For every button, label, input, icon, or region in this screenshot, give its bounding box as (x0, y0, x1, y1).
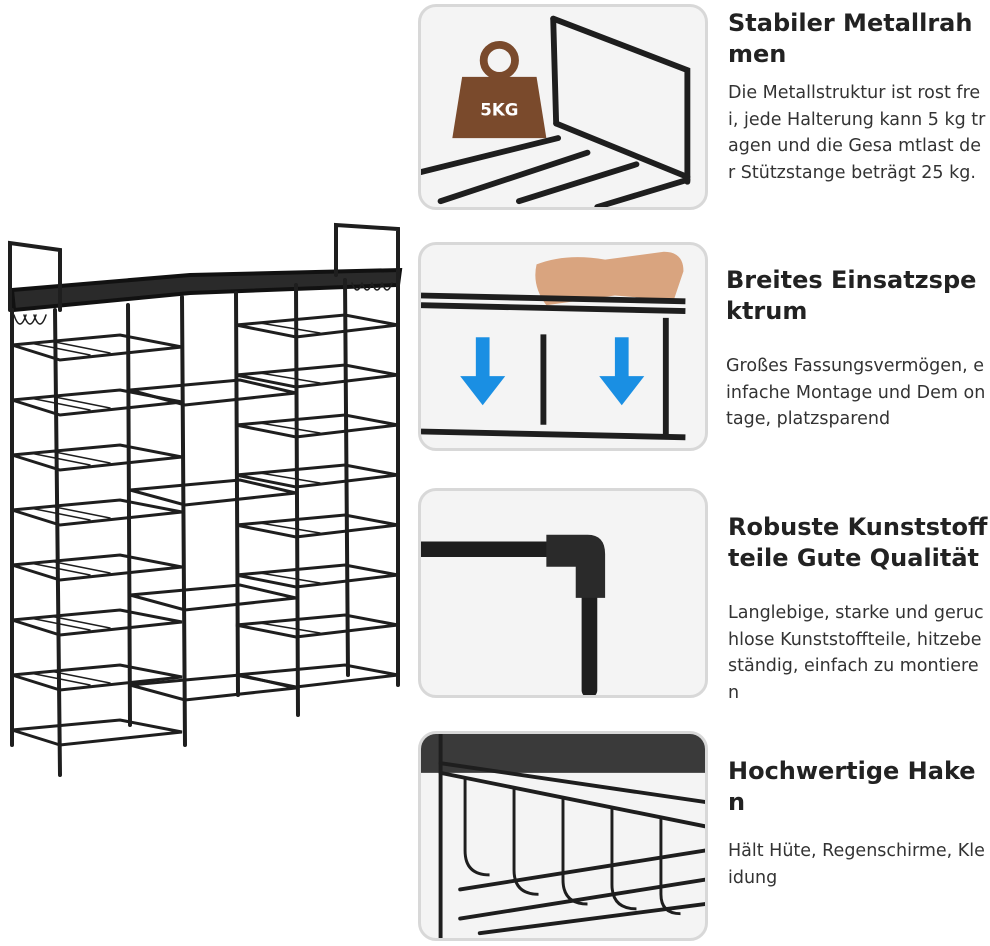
detail-image-hooks (418, 731, 708, 941)
detail-image-connector (418, 488, 708, 698)
feature-wide-use: Breites Einsatzspektrum Großes Fassungsv… (726, 265, 986, 433)
feature-description: Langlebige, starke und geruchlose Kunsts… (728, 603, 984, 703)
weight-icon: 5KG (452, 40, 547, 139)
feature-title: Breites Einsatzspektrum (726, 266, 977, 325)
feature-metal-frame: Stabiler Metallrahmen Die Metallstruktur… (728, 8, 988, 186)
down-arrow-icon (460, 337, 506, 406)
feature-title: Robuste Kunststoff teile Gute Qualität (728, 513, 988, 572)
feature-description: Die Metallstruktur ist rost frei, jede H… (728, 83, 986, 183)
feature-plastic-parts: Robuste Kunststoff teile Gute Qualität L… (728, 512, 988, 706)
weight-badge: 5KG (480, 101, 518, 120)
detail-image-assembly (418, 242, 708, 451)
feature-hooks: Hochwertige Haken Hält Hüte, Regenschirm… (728, 756, 988, 891)
feature-description: Hält Hüte, Regenschirme, Kleidung (728, 841, 985, 888)
feature-title: Hochwertige Haken (728, 757, 976, 816)
shoe-rack-image (8, 222, 403, 777)
detail-image-metal-frame: 5KG (418, 4, 708, 210)
down-arrow-icon (599, 337, 645, 406)
feature-title: Stabiler Metallrahmen (728, 9, 973, 68)
feature-description: Großes Fassungsvermögen, einfache Montag… (726, 356, 986, 429)
